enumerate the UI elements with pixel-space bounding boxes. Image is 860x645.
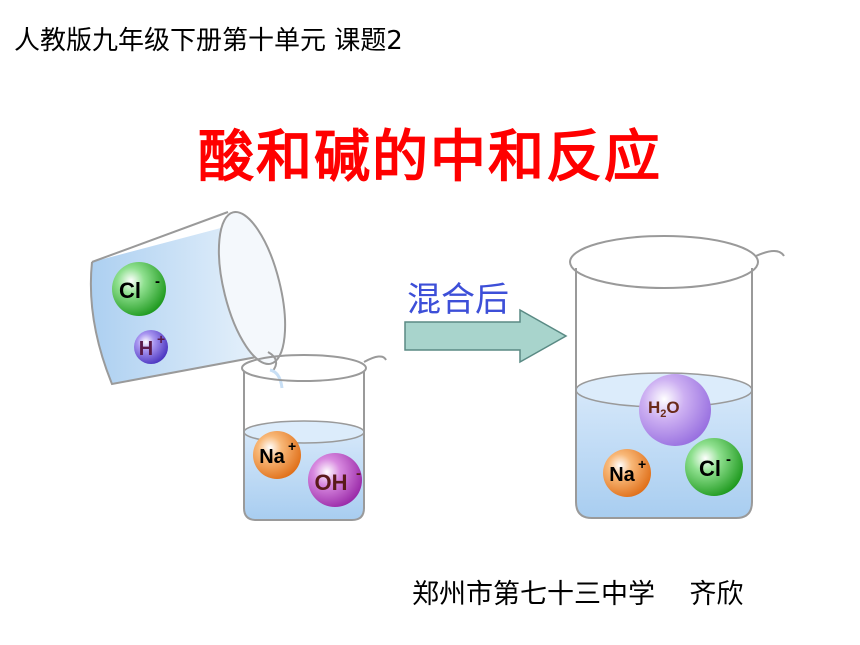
- hydrogen-symbol: H: [139, 338, 153, 360]
- course-title: 人教版九年级下册第十单元 课题2: [14, 26, 403, 56]
- sodium-ion: Na +: [253, 431, 301, 479]
- chloride-ion: Cl -: [112, 262, 166, 316]
- hydroxide-charge: -: [356, 465, 361, 482]
- product-sodium-ion: Na +: [603, 449, 651, 497]
- svg-text:Cl: Cl: [119, 278, 141, 303]
- product-chloride-ion: Cl -: [685, 438, 743, 496]
- chloride-charge: -: [155, 273, 160, 290]
- sodium-symbol: Na: [259, 446, 285, 468]
- product-chloride-symbol: Cl: [699, 456, 721, 481]
- water-molecule: H2O: [639, 374, 711, 446]
- chloride-symbol: Cl: [119, 278, 141, 303]
- product-chloride-charge: -: [726, 451, 731, 468]
- product-sodium-symbol: Na: [609, 464, 635, 486]
- hydroxide-symbol: OH: [315, 470, 348, 495]
- main-title: 酸和碱的中和反应: [198, 125, 662, 190]
- water-h: H: [648, 398, 660, 417]
- water-subscript: 2: [660, 408, 666, 420]
- water-o: O: [666, 398, 679, 417]
- sodium-charge: +: [288, 438, 296, 454]
- svg-text:H2O: H2O: [648, 398, 680, 420]
- hydrogen-charge: +: [157, 331, 165, 347]
- arrow-shape: [404, 308, 568, 364]
- arrow-label: 混合后: [407, 280, 509, 320]
- hydroxide-ion: OH -: [308, 453, 362, 507]
- author-credit: 郑州市第七十三中学 齐欣: [412, 579, 744, 610]
- product-sodium-charge: +: [638, 456, 646, 472]
- hydrogen-ion: H +: [134, 330, 168, 364]
